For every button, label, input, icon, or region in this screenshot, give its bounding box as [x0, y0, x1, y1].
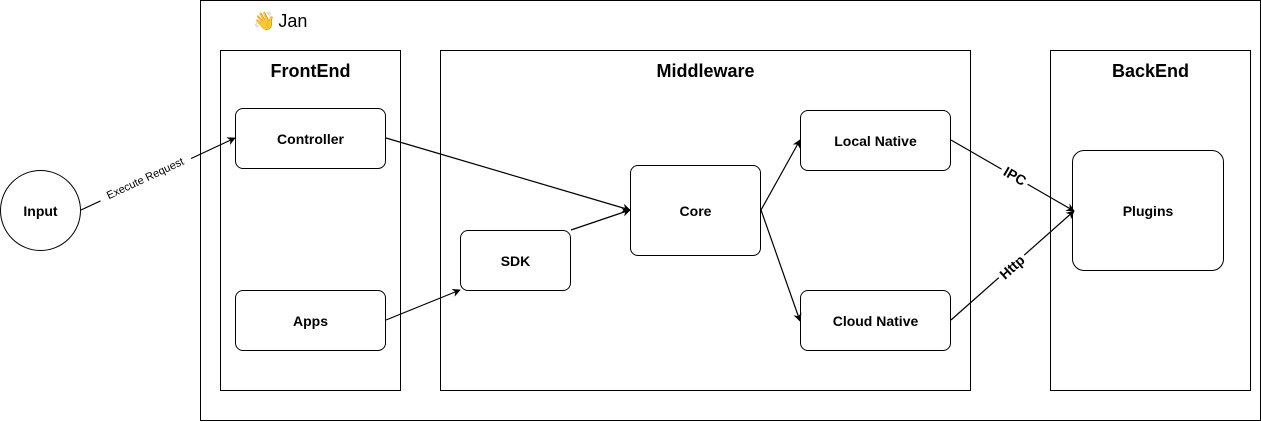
- edge-apps-to-sdk: [385, 288, 461, 321]
- sdk-label: SDK: [500, 252, 531, 269]
- input-node: Input: [0, 170, 81, 251]
- edge-label-background: [96, 149, 194, 207]
- core-node: Core: [630, 165, 761, 256]
- apps-label: Apps: [293, 312, 328, 329]
- apps-node: Apps: [235, 290, 386, 351]
- controller-label: Controller: [277, 130, 344, 147]
- cloud-native-label: Cloud Native: [832, 312, 919, 329]
- edge-label-background: [993, 248, 1031, 286]
- edge-label-execute-request: Execute Request: [105, 156, 186, 202]
- middleware-title: Middleware: [656, 61, 755, 81]
- edge-controller-to-core: [385, 137, 631, 212]
- plugins-node: Plugins: [1072, 150, 1224, 271]
- frontend-title: FrontEnd: [270, 61, 351, 81]
- jan-title: 👋 Jan: [253, 8, 307, 34]
- edge-core-to-local-native: [760, 139, 801, 211]
- input-label: Input: [23, 202, 58, 219]
- waving-hand-icon: 👋: [253, 11, 276, 31]
- backend-title: BackEnd: [1111, 61, 1190, 81]
- local-native-label: Local Native: [834, 132, 917, 149]
- controller-node: Controller: [235, 108, 386, 169]
- local-native-node: Local Native: [800, 110, 951, 171]
- edge-core-to-cloud-native: [760, 209, 802, 322]
- sdk-node: SDK: [460, 230, 571, 291]
- edge-sdk-to-core: [570, 208, 631, 231]
- cloud-native-node: Cloud Native: [800, 290, 951, 351]
- edge-label-background: [997, 160, 1033, 192]
- jan-title-text: Jan: [278, 10, 308, 31]
- core-label: Core: [679, 202, 712, 219]
- plugins-label: Plugins: [1122, 202, 1174, 219]
